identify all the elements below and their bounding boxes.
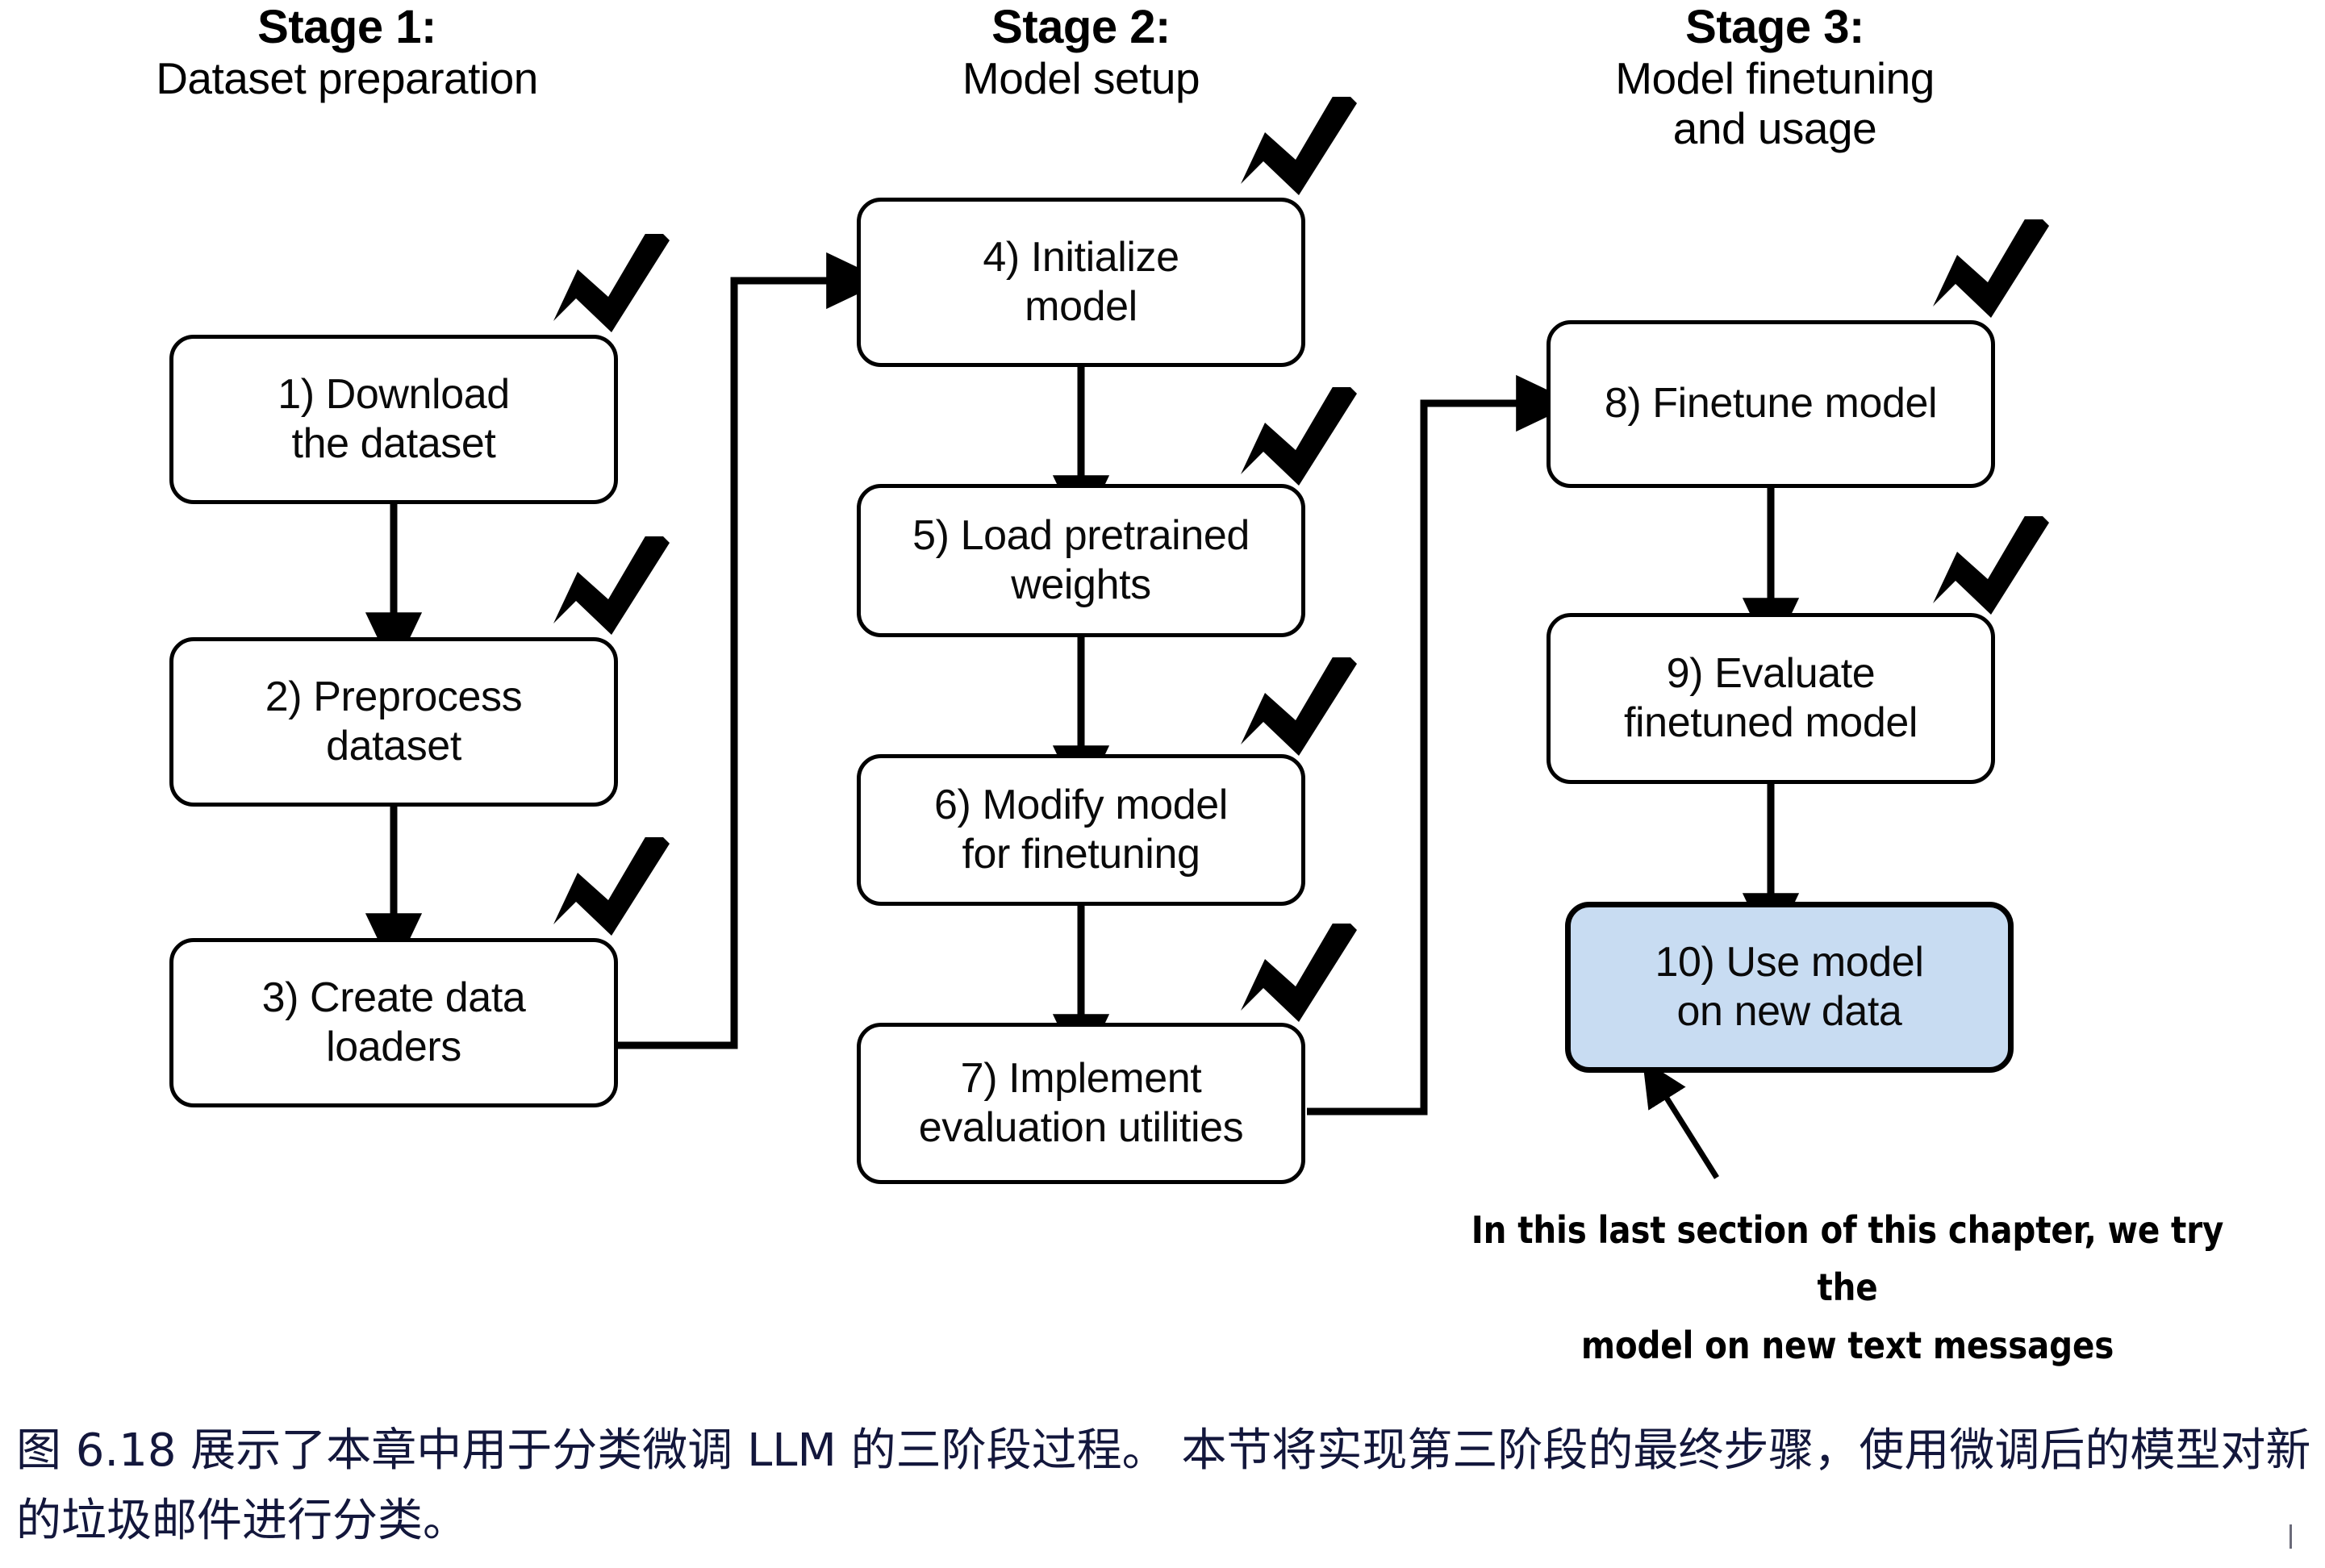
annotation-line-2: model on new text messages [1580,1323,2114,1367]
flow-node-6-line1: 6) Modify model [934,781,1228,828]
flow-node-8-line1: 8) Finetune model [1604,380,1938,427]
figure-caption: 图 6.18 展示了本章中用于分类微调 LLM 的三阶段过程。 本节将实现第三阶… [16,1424,2311,1547]
stage-3-title: Stage 3: [1685,1,1864,53]
flow-node-8-finetune-model[interactable]: 8) Finetune model [1547,320,1995,488]
flow-node-4-line1: 4) Initialize [983,233,1179,281]
page-edge-mark [2290,1524,2292,1549]
flow-node-10-line2: on new data [1676,988,1902,1035]
flow-node-3-line2: loaders [326,1024,461,1070]
flow-node-4-line2: model [1025,283,1137,330]
stage-heading-2: Stage 2: Model setup [774,1,1388,104]
flow-node-2-line1: 2) Preprocess [265,673,523,720]
flow-node-10-line1: 10) Use model [1655,938,1924,986]
flow-node-5-line1: 5) Load pretrained [912,511,1250,559]
stage-heading-1: Stage 1: Dataset preparation [40,1,653,104]
flow-node-8-label: 8) Finetune model [1582,379,1960,428]
flow-node-7-line2: evaluation utilities [918,1104,1244,1151]
stage-3-subtitle: Model finetuning and usage [1615,52,1935,153]
flow-node-9-line1: 9) Evaluate [1666,649,1876,697]
flow-node-1-line2: the dataset [291,420,496,467]
flow-node-7-line1: 7) Implement [960,1054,1202,1102]
stage-heading-3: Stage 3: Model finetuning and usage [1468,1,2081,153]
annotation-line-1: In this last section of this chapter, we… [1471,1208,2224,1310]
flow-node-3-line1: 3) Create data [261,974,526,1021]
flow-node-9-line2: finetuned model [1623,699,1918,746]
flow-node-1-line1: 1) Download [278,370,510,418]
stage-2-subtitle: Model setup [962,52,1200,103]
annotation-note: In this last section of this chapter, we… [1450,1202,2245,1374]
stage-1-subtitle: Dataset preparation [156,52,538,103]
stage-2-title: Stage 2: [991,1,1171,53]
stage-1-title: Stage 1: [257,1,436,53]
flow-node-6-line2: for finetuning [962,831,1200,878]
flow-node-5-line2: weights [1011,561,1151,608]
flow-node-2-line2: dataset [326,723,461,769]
